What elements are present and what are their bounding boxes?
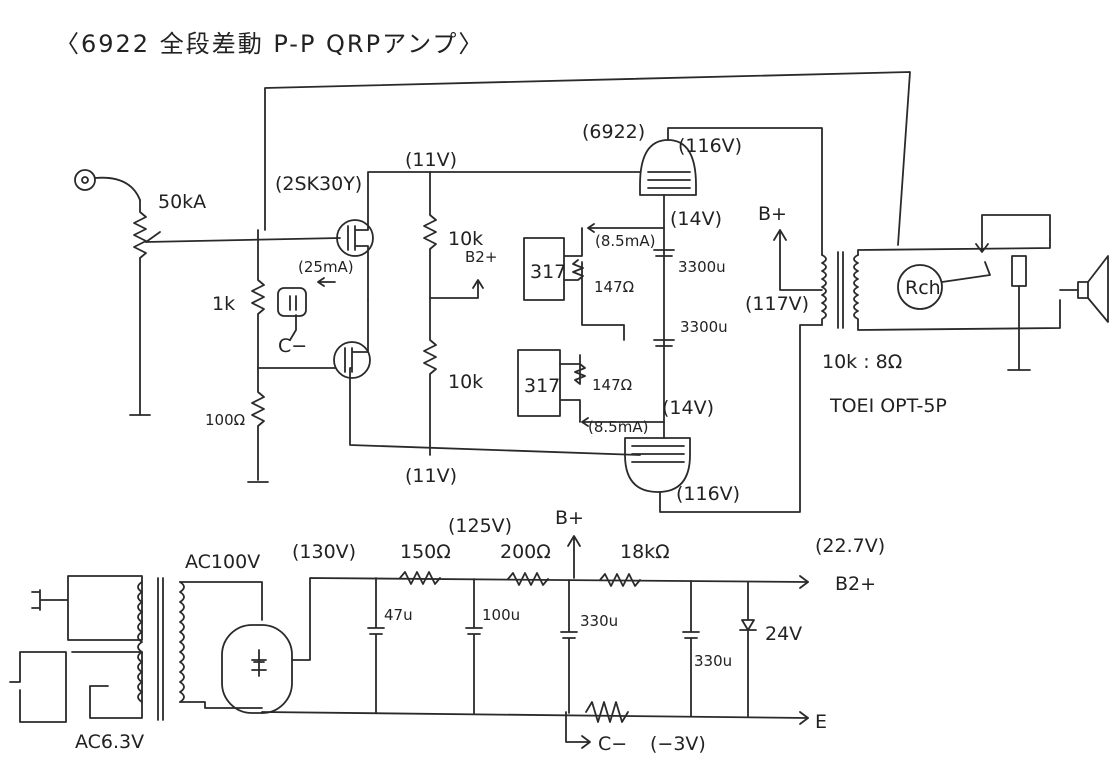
ccs-resistor-bottom: 147Ω [592, 376, 632, 394]
feedback-loop [264, 71, 911, 246]
psu-cap-2: 100u [482, 606, 520, 624]
fet-b2-label: B2+ [465, 248, 497, 266]
volume-label: 50kA [158, 191, 206, 213]
plate-voltage-top: (116V) [678, 135, 742, 157]
psu-resistor-1: 150Ω [400, 541, 451, 563]
cathode-cap-top: 3300u [678, 258, 726, 276]
output-transformer: B+ (117V) 10k : 8Ω TOEI OPT-5P Rch [745, 203, 1109, 417]
rectified-voltage-label: (130V) [292, 541, 356, 563]
psu-b2-label: B2+ [835, 573, 876, 595]
drain-voltage-bottom: (11V) [405, 465, 457, 487]
fet-type-label: (2SK30Y) [275, 173, 362, 195]
schematic-title: 〈6922 全段差動 P-P QRPアンプ〉 [55, 30, 484, 58]
psu-cap-1: 47u [384, 606, 413, 624]
ccs-regulator-top: 317 [530, 261, 566, 283]
psu-cap-3: 330u [580, 612, 618, 630]
tube-stage: (6922) (116V) (116V) (14V) (14V) 3300u 3… [517, 121, 823, 513]
tube-type-label: (6922) [582, 121, 645, 143]
psu-resistor-3: 18kΩ [620, 541, 670, 563]
transformer-model: TOEI OPT-5P [829, 395, 947, 417]
psu-bias-voltage: (−3V) [650, 733, 706, 755]
load-resistor-top: 10k [448, 228, 483, 250]
drain-voltage-top: (11V) [405, 149, 457, 171]
output-bplus-label: B+ [758, 203, 787, 225]
ccs-current-top: (8.5mA) [595, 232, 655, 250]
volume-potentiometer: 50kA [133, 191, 341, 416]
ccs-resistor-top: 147Ω [594, 278, 634, 296]
zener-voltage-label: 24V [765, 623, 802, 645]
fet-stage: (2SK30Y) (25mA) C− 1k 100Ω (11V) (11V) 1… [129, 149, 641, 487]
heater-voltage-label: AC6.3V [75, 731, 144, 753]
tail-resistor-label: 100Ω [205, 411, 245, 429]
cathode-cap-bottom: 3300u [680, 318, 728, 336]
primary-voltage-label: AC100V [185, 551, 260, 573]
psu-resistor-2: 200Ω [500, 541, 551, 563]
psu-bias-label: C− [598, 733, 627, 755]
ground-label: E [815, 711, 827, 733]
input-jack [74, 169, 141, 201]
cathode-voltage-top: (14V) [670, 208, 722, 230]
transformer-ratio: 10k : 8Ω [822, 351, 902, 373]
psu-bplus-label: B+ [555, 507, 584, 529]
ccs-regulator-bottom: 317 [524, 375, 560, 397]
center-tap-voltage: (117V) [745, 293, 809, 315]
bias-c-label: C− [278, 335, 307, 357]
cathode-voltage-bottom: (14V) [662, 397, 714, 419]
source-resistor-label: 1k [212, 293, 235, 315]
ccs-current-bottom: (8.5mA) [588, 418, 648, 436]
plate-voltage-bottom: (116V) [676, 483, 740, 505]
mid-voltage-label: (125V) [448, 515, 512, 537]
power-supply: AC6.3V AC100V (130V) 150Ω 200Ω (125V) 18… [9, 507, 885, 755]
load-resistor-bottom: 10k [448, 371, 483, 393]
fet-current-label: (25mA) [298, 258, 354, 276]
right-channel-label: Rch [905, 277, 941, 299]
psu-cap-4: 330u [694, 652, 732, 670]
b2-voltage-label: (22.7V) [815, 535, 885, 557]
